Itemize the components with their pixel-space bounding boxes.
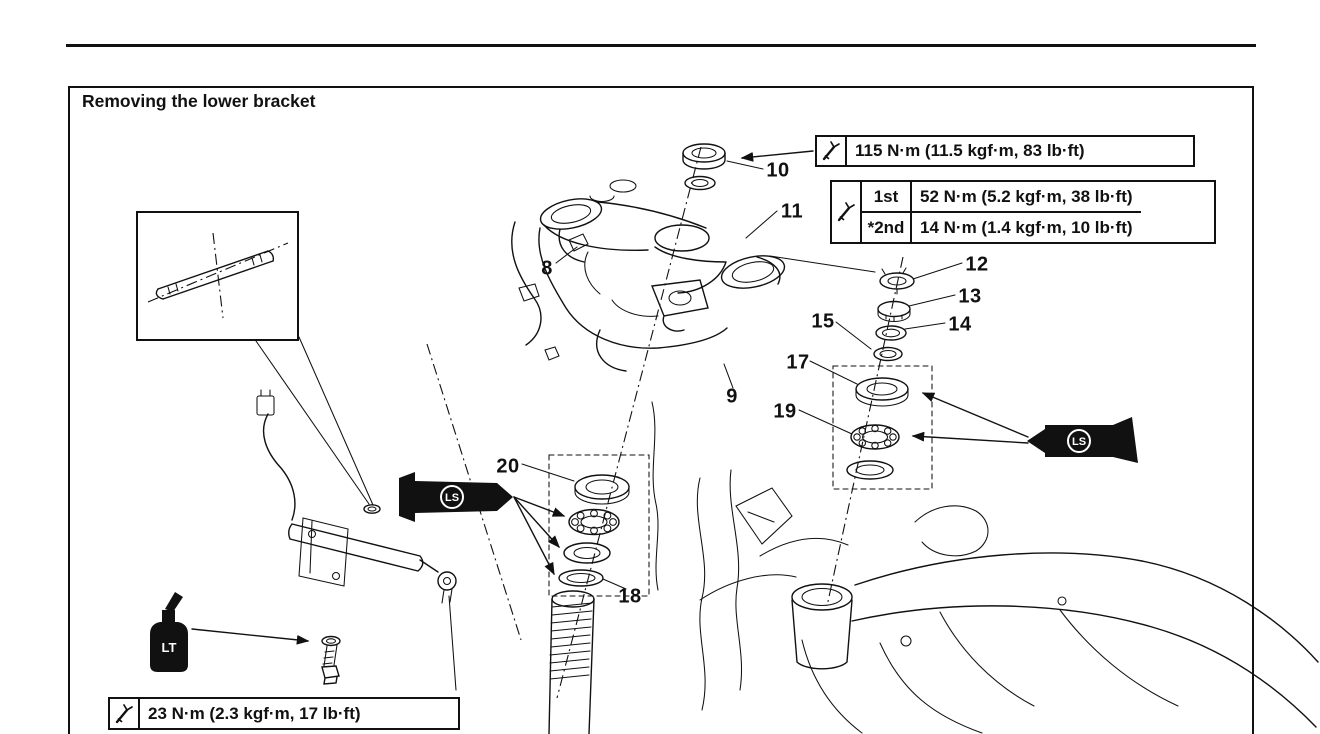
- page-top-rule: [66, 44, 1256, 47]
- torque-value: 23 N·m (2.3 kgf·m, 17 lb·ft): [148, 703, 361, 723]
- part-label-18: 18: [618, 585, 642, 608]
- part-label-9: 9: [726, 385, 738, 408]
- torque-spec-ring-nut: 1st 52 N·m (5.2 kgf·m, 38 lb·ft) *2nd 14…: [830, 180, 1216, 244]
- part-label-13: 13: [958, 285, 982, 308]
- part-label-12: 12: [965, 253, 989, 276]
- part-label-20: 20: [496, 455, 520, 478]
- diagram-border: [68, 86, 1254, 734]
- part-label-11: 11: [780, 200, 804, 223]
- torque-spec-stem-nut: 115 N·m (11.5 kgf·m, 83 lb·ft): [815, 135, 1195, 167]
- torque-value: 52 N·m (5.2 kgf·m, 38 lb·ft): [912, 182, 1141, 213]
- torque-spec-damper-bolt: 23 N·m (2.3 kgf·m, 17 lb·ft): [108, 697, 460, 730]
- part-label-17: 17: [786, 351, 810, 374]
- section-title: Removing the lower bracket: [82, 91, 316, 111]
- inset-detail-box: [136, 211, 299, 341]
- torque-wrench-icon: [832, 182, 862, 242]
- torque-value: 14 N·m (1.4 kgf·m, 10 lb·ft): [920, 217, 1133, 237]
- part-label-8: 8: [541, 257, 553, 280]
- torque-value: 115 N·m (11.5 kgf·m, 83 lb·ft): [855, 141, 1085, 160]
- part-label-10: 10: [766, 159, 790, 182]
- part-label-15: 15: [811, 310, 835, 333]
- torque-stage: 1st: [862, 182, 912, 213]
- part-label-19: 19: [773, 400, 797, 423]
- torque-wrench-icon: [110, 699, 140, 728]
- part-label-14: 14: [948, 313, 972, 336]
- torque-stage: *2nd: [862, 213, 912, 242]
- torque-wrench-icon: [817, 137, 847, 165]
